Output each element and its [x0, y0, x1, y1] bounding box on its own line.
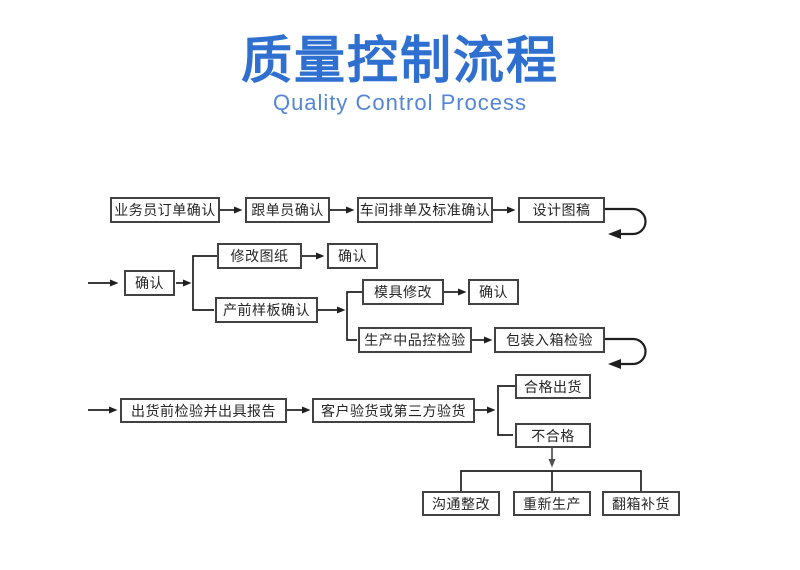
flow-node-confirm-drawing: 确认	[327, 243, 378, 269]
flow-node-confirm-design: 确认	[124, 270, 175, 296]
branch-line-qualified-unqualified	[497, 385, 515, 436]
flow-node-in-production-qc-inspection: 生产中品控检验	[358, 327, 472, 353]
loop-arrow-after-design-draft-icon	[605, 207, 647, 239]
flow-node-re-production: 重新生产	[513, 491, 591, 516]
flow-node-pre-shipment-inspection-report: 出货前检验并出具报告	[120, 398, 287, 423]
branch-line-mold-qc	[346, 291, 362, 341]
flow-node-preproduction-sample-confirm: 产前样板确认	[215, 297, 318, 323]
flow-node-merchandiser-confirm: 跟单员确认	[245, 197, 330, 223]
flow-node-packing-carton-inspection: 包装入箱检验	[494, 327, 605, 353]
flow-node-salesman-order-confirm: 业务员订单确认	[110, 197, 220, 223]
flow-node-confirm-mold: 确认	[468, 279, 519, 305]
tree-line-remedies	[460, 470, 642, 491]
flow-node-design-draft: 设计图稿	[518, 197, 605, 223]
flow-node-unpack-replenish: 翻箱补货	[602, 491, 680, 516]
flow-node-mold-modification: 模具修改	[362, 279, 444, 305]
loop-arrow-after-packing-icon	[605, 337, 647, 369]
page-subtitle: Quality Control Process	[272, 90, 528, 115]
flow-node-modify-drawing: 修改图纸	[217, 243, 302, 269]
flow-node-workshop-scheduling-confirm: 车间排单及标准确认	[357, 197, 493, 223]
flow-node-unqualified: 不合格	[515, 423, 591, 448]
page-title: 质量控制流程	[240, 32, 559, 89]
page-header: 质量控制流程 Quality Control Process	[0, 0, 800, 116]
flow-node-customer-or-third-party-inspection: 客户验货或第三方验货	[312, 398, 475, 423]
branch-line-drawing-sample	[192, 255, 217, 311]
flow-node-qualified-shipment: 合格出货	[515, 374, 591, 399]
flow-node-communicate-rectify: 沟通整改	[422, 491, 500, 516]
